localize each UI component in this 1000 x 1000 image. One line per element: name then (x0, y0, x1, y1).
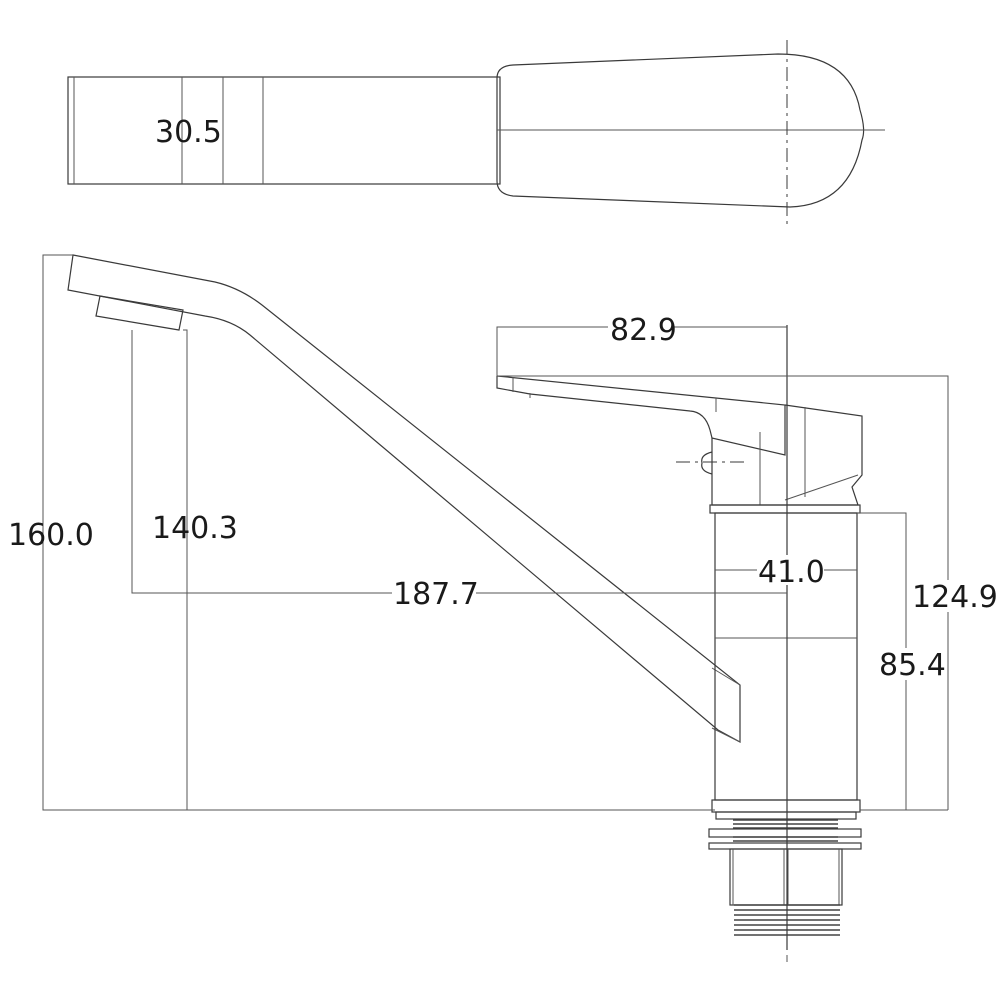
clamp-plate (708, 828, 862, 838)
dim-spout-outlet-height: 140.3 (152, 511, 238, 546)
side-view (67, 254, 863, 962)
hex-nut (729, 848, 843, 906)
aerator (95, 295, 184, 331)
body-collar (709, 504, 861, 514)
base-washer (715, 811, 857, 820)
dimension-lines (42, 254, 949, 811)
dim-lever-top-height: 124.9 (912, 580, 998, 615)
top-handle-outline (496, 53, 865, 208)
top-view: 30.5 (67, 40, 885, 228)
upper-thread (733, 819, 838, 829)
top-spout-outline (67, 76, 501, 185)
dim-body-height: 85.4 (879, 648, 946, 683)
dimension-labels: 82.9 160.0 140.3 187.7 41.0 124.9 85.4 (8, 312, 998, 683)
base-flange (711, 799, 861, 813)
dim-overall-height: 160.0 (8, 518, 94, 553)
dimline-lever-length (496, 326, 787, 376)
dim-lever-length: 82.9 (610, 313, 677, 348)
dim-spout-reach: 187.7 (393, 577, 479, 612)
mid-thread (733, 836, 838, 842)
dimline-body-height (857, 512, 907, 810)
dimline-overall-height (42, 254, 715, 811)
dimline-outlet-height (183, 329, 188, 810)
indicator-pin (701, 451, 713, 475)
dimline-lever-height (497, 375, 949, 810)
dimline-reach (131, 330, 787, 594)
dim-body-diameter: 41.0 (758, 555, 825, 590)
lever-handle (496, 375, 863, 506)
dim-top-spout-width: 30.5 (155, 115, 222, 150)
clamp-washer (708, 842, 862, 850)
